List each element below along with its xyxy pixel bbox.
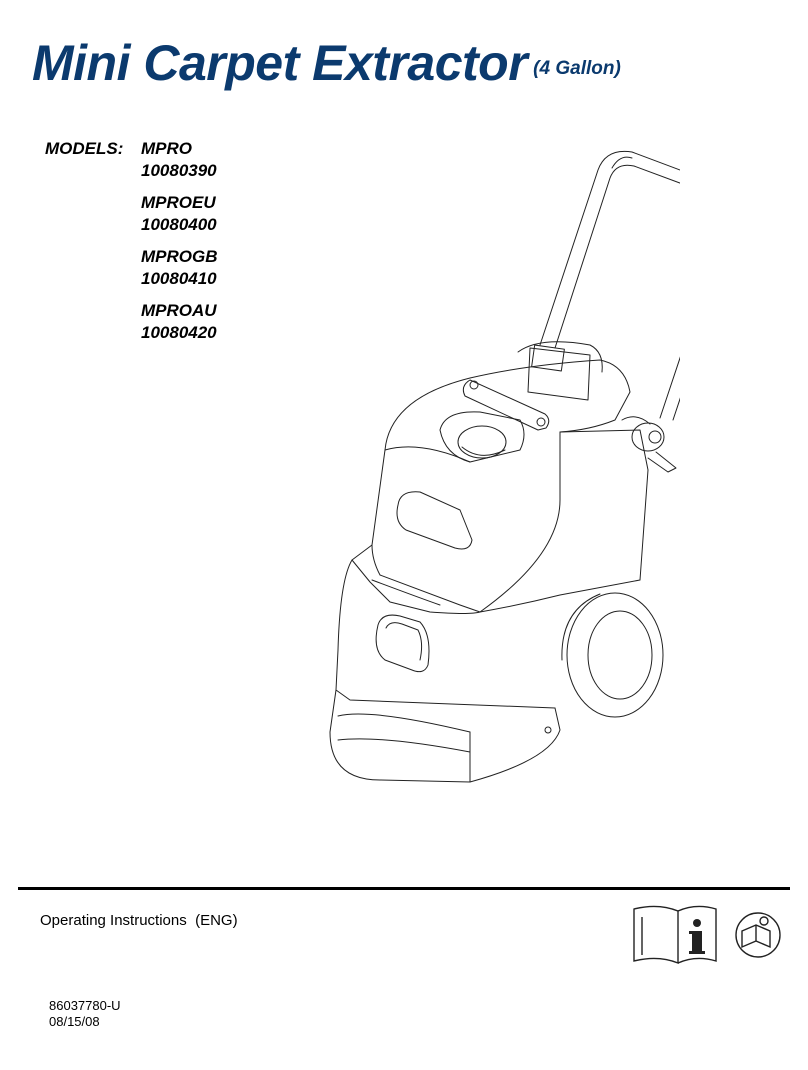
- document-date: 08/15/08: [49, 1014, 100, 1029]
- carpet-extractor-illustration: [329, 150, 680, 783]
- model-entry: MPROAU 10080420: [141, 300, 301, 344]
- operating-instructions-label: Operating Instructions (ENG): [40, 912, 238, 929]
- model-number: 10080420: [141, 323, 217, 342]
- document-number: 86037780-U: [49, 998, 121, 1013]
- manual-book-icon: [633, 905, 679, 965]
- models-label: MODELS:: [45, 139, 124, 158]
- model-name: MPROGB: [141, 247, 218, 266]
- model-name: MPRO: [141, 139, 192, 158]
- footer-icons: [633, 905, 781, 965]
- models-list: MPRO 10080390 MPROEU 10080400 MPROGB 100…: [141, 138, 301, 354]
- model-number: 10080410: [141, 269, 217, 288]
- title-main: Mini Carpet Extractor: [32, 35, 528, 91]
- model-entry: MPROEU 10080400: [141, 192, 301, 236]
- footer-divider: [18, 887, 790, 890]
- document-info: 86037780-U 08/15/08: [49, 998, 121, 1030]
- title-subtitle: (4 Gallon): [533, 58, 621, 79]
- model-name: MPROAU: [141, 301, 217, 320]
- model-name: MPROEU: [141, 193, 216, 212]
- model-entry: MPRO 10080390: [141, 138, 301, 182]
- model-number: 10080390: [141, 161, 217, 180]
- model-number: 10080400: [141, 215, 217, 234]
- document-title: Mini Carpet Extractor(4 Gallon): [32, 34, 621, 92]
- read-manual-icon: [735, 912, 781, 958]
- model-entry: MPROGB 10080410: [141, 246, 301, 290]
- info-i-icon: [677, 905, 717, 964]
